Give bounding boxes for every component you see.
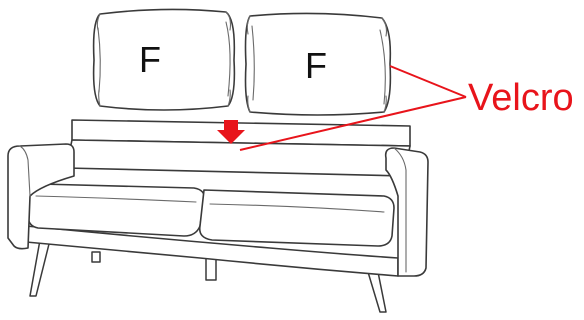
right-back-cushion: F: [244, 12, 392, 116]
left-back-cushion: F: [92, 8, 236, 111]
down-arrow-icon: [217, 120, 245, 144]
velcro-callout: Velcro: [239, 65, 574, 151]
left-cushion-label: F: [139, 39, 161, 80]
callout-line-cushion: [389, 65, 467, 98]
velcro-label: Velcro: [468, 77, 574, 119]
sofa-frame: [7, 119, 429, 277]
callout-line-sofa: [239, 96, 467, 151]
right-cushion-label: F: [305, 45, 327, 86]
